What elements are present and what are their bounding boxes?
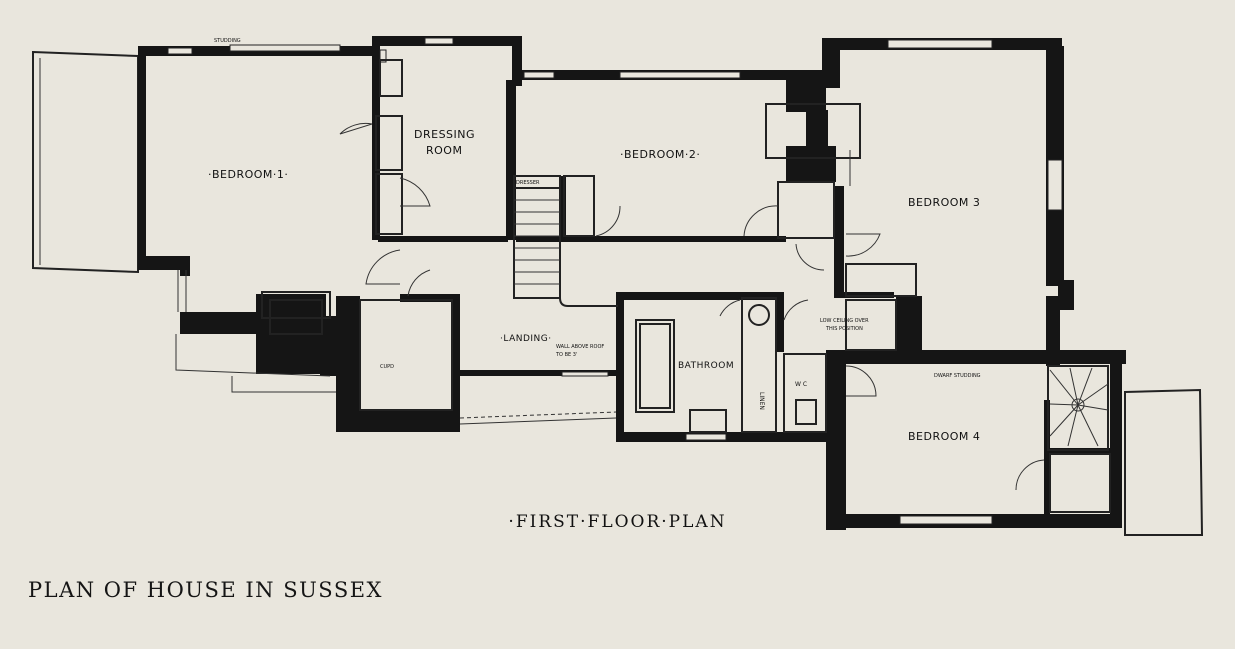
room-label-bedroom-3: BEDROOM 3 — [908, 196, 980, 209]
figure-caption: PLAN OF HOUSE IN SUSSEX — [28, 578, 383, 602]
note-wall-above-roof-2: TO BE 3' — [555, 352, 577, 358]
note-studding: STUDDING — [214, 38, 241, 44]
note-dwarf-studding: DWARF STUDDING — [934, 373, 981, 379]
note-wall-above-roof-1: WALL ABOVE ROOF — [556, 344, 604, 350]
room-label-dressing-line1: DRESSING — [414, 128, 475, 141]
room-label-landing: ·LANDING· — [500, 334, 552, 344]
room-label-linen: LINEN — [758, 392, 765, 410]
room-label-bedroom-1: ·BEDROOM·1· — [208, 168, 288, 181]
note-dresser: DRESSER — [516, 180, 540, 186]
room-label-dressing-line2: ROOM — [426, 144, 462, 157]
room-label-bedroom-2: ·BEDROOM·2· — [620, 148, 700, 161]
left-balcony — [32, 50, 139, 274]
windows — [167, 37, 1063, 525]
room-label-bathroom: BATHROOM — [678, 361, 734, 371]
right-balcony — [1124, 388, 1204, 536]
plan-title: ·FIRST·FLOOR·PLAN — [508, 512, 727, 532]
door-swings — [339, 122, 1045, 491]
room-label-wc: W C — [795, 381, 807, 388]
interior-details — [175, 59, 1111, 513]
note-cupboard: CUPD — [380, 364, 394, 370]
note-low-ceiling-1: LOW CEILING OVER — [820, 318, 869, 324]
note-low-ceiling-2: THIS POSITION — [825, 326, 863, 332]
room-label-bedroom-4: BEDROOM 4 — [908, 430, 980, 443]
walls — [138, 36, 1126, 530]
